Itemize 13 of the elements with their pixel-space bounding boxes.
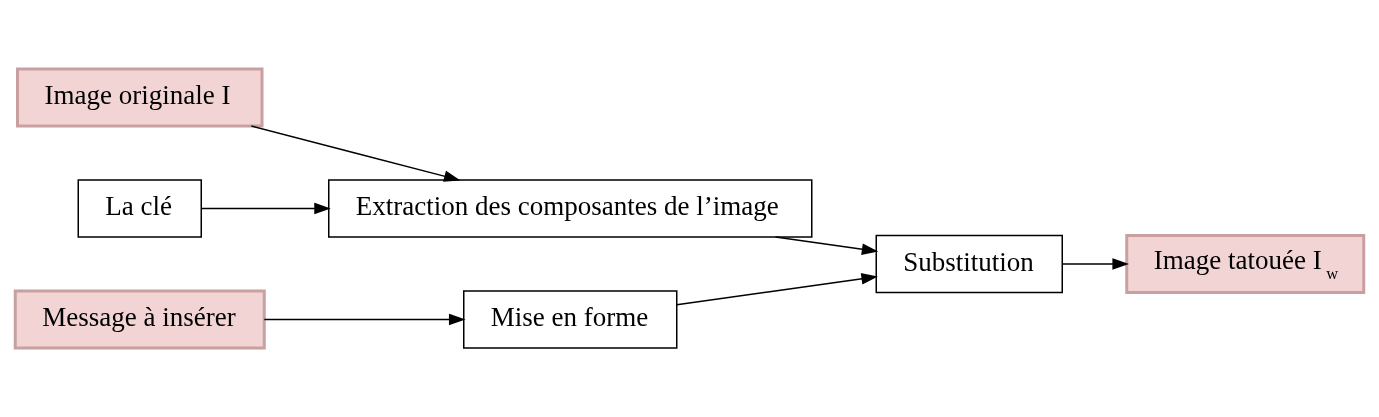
node-box: Image originale I: [16, 67, 264, 128]
node-box: Image tatouée I$_{w}$: [1125, 234, 1366, 294]
node-box: Mise en forme: [463, 290, 678, 349]
arrow: [676, 273, 878, 306]
arrow: [263, 313, 466, 326]
node-box: Extraction des composantes de l’image: [328, 179, 813, 238]
node-box: Substitution: [875, 234, 1063, 294]
arrow: [250, 125, 461, 182]
node-box: La clé: [77, 179, 202, 238]
arrow: [1061, 258, 1129, 270]
node-box: Message à insérer: [13, 289, 266, 350]
arrow: [200, 202, 331, 215]
arrow: [774, 236, 879, 255]
